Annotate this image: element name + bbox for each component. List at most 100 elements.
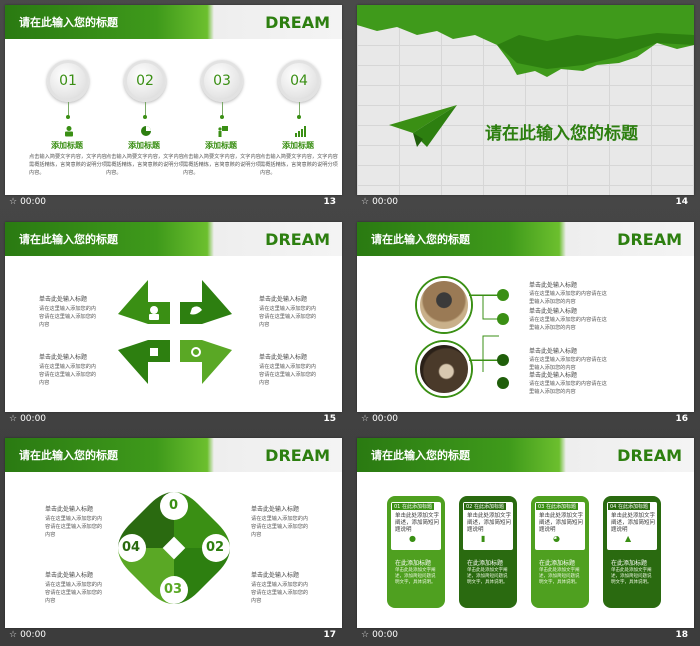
item-text: 请在这里输入添加您的内容请在这里输入添加您的内容 — [529, 357, 607, 371]
slide-canvas: 请在此输入您的标题 DREAM 0 02 03 04 单击此处输入标题 请在这里… — [5, 438, 342, 628]
paper-plane-icon — [389, 105, 457, 147]
slide-header: 请在此输入您的标题 DREAM — [5, 438, 342, 472]
card-tag: 03 在此添加标题 — [536, 503, 578, 510]
dream-logo: DREAM — [617, 230, 682, 249]
photo-camera — [417, 278, 471, 332]
slide-number: 18 — [675, 630, 688, 640]
item-title: 单击此处输入标题 — [529, 372, 578, 379]
slide-number: 16 — [675, 414, 688, 424]
step-text: 点击输入简要文字内容，文字内容需概括精炼，言简意赅的说明分项内容。 — [29, 154, 107, 176]
item-text: 请在这里输入添加您的内容请在这里输入添加您的内容 — [259, 364, 317, 386]
item-title: 单击此处输入标题 — [45, 506, 94, 513]
item-title: 单击此处输入标题 — [529, 308, 578, 315]
slide-timing: 00:00 — [372, 630, 399, 640]
slide-info-bar: ☆00:00 16 — [357, 412, 694, 427]
slide-title: 请在此输入您的标题 — [371, 233, 470, 246]
slide-timing: 00:00 — [20, 630, 47, 640]
slide-number: 14 — [675, 197, 688, 207]
item-text: 请在这里输入添加您的内容请在这里输入添加您的内容 — [45, 582, 103, 604]
bullet-dot — [497, 313, 509, 325]
step-circle-3: 03 — [201, 60, 243, 102]
diamond-cycle-graphic — [118, 492, 230, 604]
connector-dot — [143, 115, 147, 119]
connector — [222, 102, 223, 116]
slide-timing: 00:00 — [372, 414, 399, 424]
slide-title: 请在此输入您的标题 — [19, 449, 118, 462]
bar-chart-icon: ▮ — [481, 534, 486, 543]
step-label: 添加标题 — [51, 141, 83, 150]
info-card-2: 02 在此添加标题 单击此处添加文字阐述，添加简短问题说明 ▮ 在此添加标题 单… — [459, 496, 517, 608]
star-icon: ☆ — [9, 197, 18, 207]
bullet-dot — [497, 289, 509, 301]
card-heading: 在此添加标题 — [611, 560, 648, 567]
person-icon: ● — [409, 534, 416, 543]
connector — [299, 102, 300, 116]
item-title: 单击此处输入标题 — [251, 506, 300, 513]
card-tag: 04 在此添加标题 — [608, 503, 650, 510]
slide-timing: 00:00 — [372, 197, 399, 207]
card-body: 单击此处添加文字阐述，添加简短问题说明文字，具体说明。 — [395, 568, 436, 585]
slide-canvas: 请在此输入您的标题 — [357, 5, 694, 195]
item-text: 请在这里输入添加您的内容请在这里输入添加您的内容 — [259, 306, 317, 328]
item-title: 单击此处输入标题 — [259, 296, 308, 303]
slide-info-bar: ☆00:00 17 — [5, 628, 342, 643]
card-body: 单击此处添加文字阐述，添加简短问题说明文字，具体说明。 — [539, 568, 580, 585]
item-title: 单击此处输入标题 — [529, 348, 578, 355]
slide-header: 请在此输入您的标题 DREAM — [357, 438, 694, 472]
item-text: 请在这里输入添加您的内容请在这里输入添加您的内容 — [39, 364, 97, 386]
photo-tablet — [417, 342, 471, 396]
presentation-icon: ▲ — [625, 534, 632, 543]
card-tag: 02 在此添加标题 — [464, 503, 506, 510]
slide-header: 请在此输入您的标题 DREAM — [5, 222, 342, 256]
slide-info-bar: ☆00:00 14 — [357, 195, 694, 210]
slide-number: 17 — [323, 630, 336, 640]
presentation-icon — [216, 125, 230, 137]
card-heading: 在此添加标题 — [539, 560, 576, 567]
step-label: 添加标题 — [128, 141, 160, 150]
arrow-cluster-graphic — [118, 280, 232, 384]
slide-canvas: 请在此输入您的标题 DREAM 单击此处输入标题 请在这里输入添加您的内容请在这… — [357, 222, 694, 412]
slide-thumb-14[interactable]: 请在此输入您的标题 ☆00:00 14 — [357, 5, 694, 210]
step-text: 点击输入简要文字内容，文字内容需概括精炼，言简意赅的说明分项内容。 — [183, 154, 261, 176]
step-label: 添加标题 — [282, 141, 314, 150]
info-card-1: 01 在此添加标题 单击此处添加文字阐述，添加简短问题说明 ● 在此添加标题 单… — [387, 496, 445, 608]
connector-dot — [66, 115, 70, 119]
slide-header: 请在此输入您的标题 DREAM — [5, 5, 342, 39]
slide-canvas: 请在此输入您的标题 DREAM 01 在此添加标题 单击此处添加文字阐述，添加简… — [357, 438, 694, 628]
slide-header: 请在此输入您的标题 DREAM — [357, 222, 694, 256]
pie-chart-icon — [139, 125, 153, 137]
info-card-3: 03 在此添加标题 单击此处添加文字阐述，添加简短问题说明 ◕ 在此添加标题 单… — [531, 496, 589, 608]
slide-thumb-18[interactable]: 请在此输入您的标题 DREAM 01 在此添加标题 单击此处添加文字阐述，添加简… — [357, 438, 694, 643]
bullet-dot — [497, 377, 509, 389]
dream-logo: DREAM — [617, 446, 682, 465]
star-icon: ☆ — [361, 414, 370, 424]
card-body: 单击此处添加文字阐述，添加简短问题说明文字，具体说明。 — [467, 568, 508, 585]
bullet-dot — [497, 354, 509, 366]
step-circle-2: 02 — [124, 60, 166, 102]
slide-title: 请在此输入您的标题 — [19, 16, 118, 29]
item-title: 单击此处输入标题 — [45, 572, 94, 579]
cycle-number: 02 — [206, 540, 225, 555]
slide-thumb-15[interactable]: 请在此输入您的标题 DREAM 单击此处输入标题 请在这里输入添加您的内容请在这… — [5, 222, 342, 427]
dream-logo: DREAM — [265, 13, 330, 32]
card-body: 单击此处添加文字阐述，添加简短问题说明文字，具体说明。 — [611, 568, 652, 585]
card-text: 单击此处添加文字阐述，添加简短问题说明 — [467, 513, 512, 533]
step-circle-4: 04 — [278, 60, 320, 102]
info-card-4: 04 在此添加标题 单击此处添加文字阐述，添加简短问题说明 ▲ 在此添加标题 单… — [603, 496, 661, 608]
slide-info-bar: ☆00:00 15 — [5, 412, 342, 427]
slide-title: 请在此输入您的标题 — [371, 449, 470, 462]
connector-dot — [297, 115, 301, 119]
item-text: 请在这里输入添加您的内容请在这里输入添加您的内容 — [251, 582, 309, 604]
slide-canvas: 请在此输入您的标题 DREAM 01 02 03 04 添加标题 添加标题 添加… — [5, 5, 342, 195]
slide-thumb-17[interactable]: 请在此输入您的标题 DREAM 0 02 03 04 单击此处输入标题 请在这里… — [5, 438, 342, 643]
slide-thumb-13[interactable]: 请在此输入您的标题 DREAM 01 02 03 04 添加标题 添加标题 添加… — [5, 5, 342, 210]
card-heading: 在此添加标题 — [467, 560, 504, 567]
branch-lines — [469, 294, 499, 372]
slide-info-bar: ☆00:00 18 — [357, 628, 694, 643]
star-icon: ☆ — [9, 414, 18, 424]
slide-timing: 00:00 — [20, 414, 47, 424]
item-text: 请在这里输入添加您的内容请在这里输入添加您的内容 — [251, 516, 309, 538]
connector-dot — [220, 115, 224, 119]
step-text: 点击输入简要文字内容，文字内容需概括精炼，言简意赅的说明分项内容。 — [260, 154, 338, 176]
slide-thumb-16[interactable]: 请在此输入您的标题 DREAM 单击此处输入标题 请在这里输入添加您的内容请在这… — [357, 222, 694, 427]
